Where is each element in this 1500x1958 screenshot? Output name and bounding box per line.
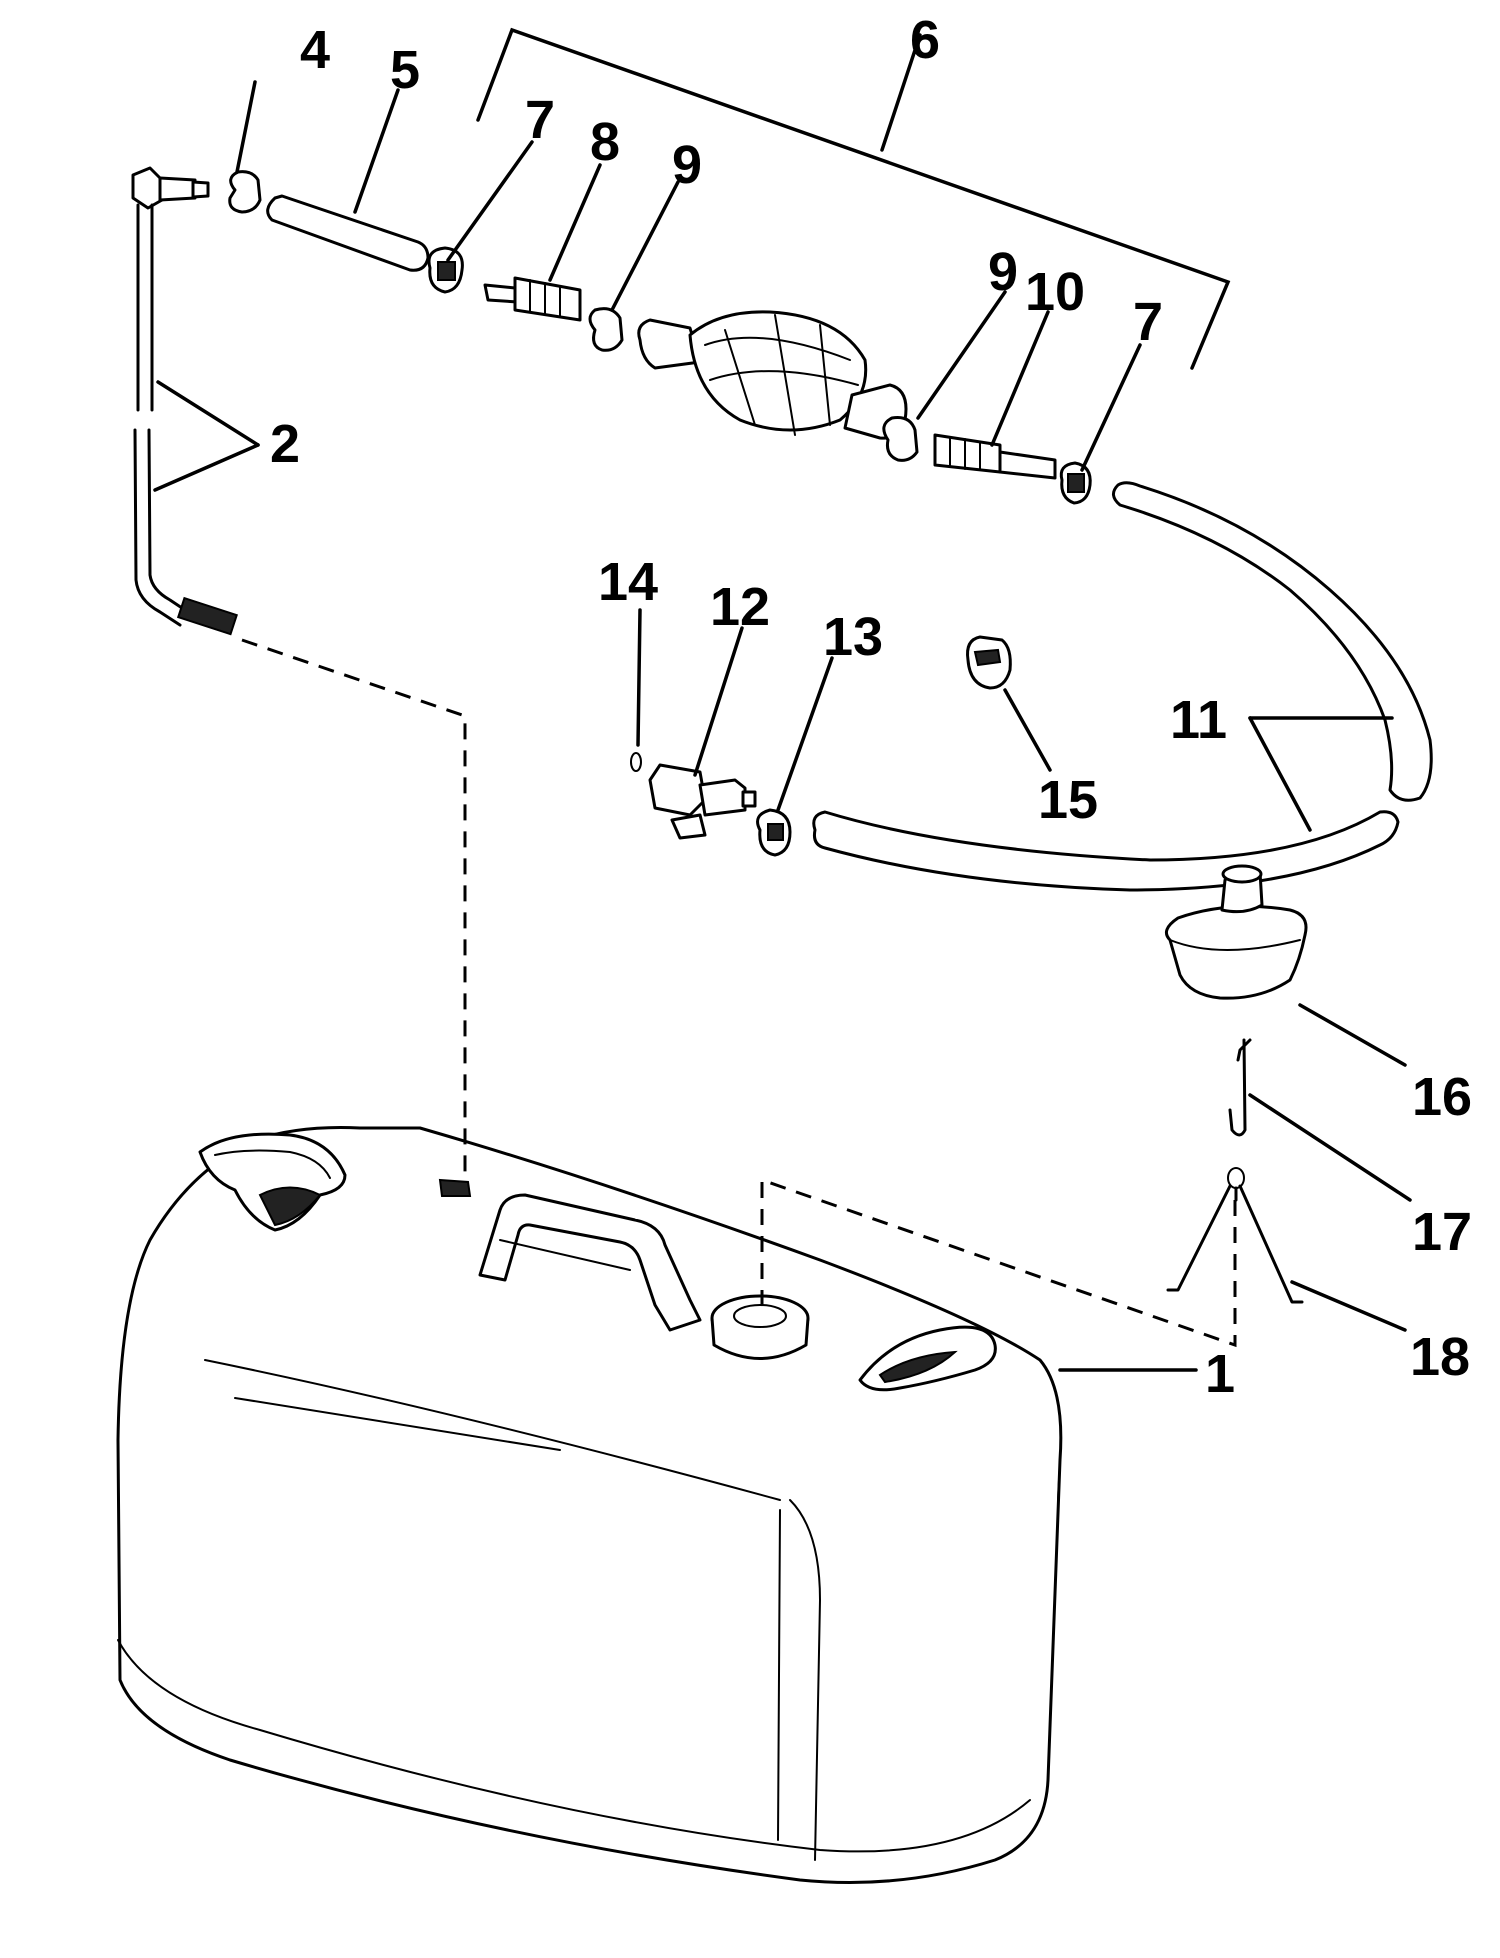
- cap-15: [966, 635, 1012, 690]
- callout-1: 1: [1205, 1344, 1235, 1404]
- clamp-9-left: [588, 307, 624, 352]
- callout-8: 8: [590, 112, 620, 172]
- fitting-10: [933, 433, 1057, 480]
- hose-5: [266, 194, 430, 272]
- callout-13: 13: [823, 607, 883, 667]
- dashed-line-pickup: [241, 638, 467, 1175]
- callout-4: 4: [300, 20, 330, 80]
- hook-17: [1228, 1038, 1252, 1137]
- callout-14: 14: [598, 552, 658, 612]
- callout-18: 18: [1410, 1327, 1470, 1387]
- callout-2: 2: [270, 414, 300, 474]
- callout-9-right: 9: [988, 242, 1018, 302]
- clamp-7-right: [1059, 461, 1092, 505]
- hose-11: [812, 481, 1433, 892]
- callout-11: 11: [1170, 690, 1227, 750]
- callout-labels: 1 2 4 5 6 7 7 8 9 9 10 11 12 13 14 15 16…: [270, 10, 1472, 1404]
- callout-16: 16: [1412, 1067, 1472, 1127]
- callout-17: 17: [1412, 1202, 1472, 1262]
- callout-5: 5: [390, 40, 420, 100]
- clamp-9-right: [882, 416, 919, 462]
- callout-6: 6: [910, 10, 940, 70]
- clamp-13: [756, 808, 792, 857]
- fitting-8: [483, 276, 582, 322]
- clip-18: [1166, 1167, 1304, 1304]
- leader-lines: [153, 33, 1412, 1372]
- clamp-7-left: [427, 246, 464, 294]
- filler-cap-16: [1164, 864, 1308, 1000]
- bracket-6: [476, 27, 1231, 370]
- o-ring-14: [630, 752, 642, 772]
- callout-12: 12: [710, 577, 770, 637]
- clamp-4: [228, 170, 262, 214]
- primer-bulb: [637, 310, 908, 440]
- callout-7-left: 7: [525, 90, 555, 150]
- callout-7-right: 7: [1133, 292, 1163, 352]
- callout-9-left: 9: [672, 135, 702, 195]
- fuel-tank: [116, 1126, 1063, 1884]
- callout-10: 10: [1025, 262, 1085, 322]
- callout-15: 15: [1038, 770, 1098, 830]
- connector-12: [648, 763, 757, 840]
- dashed-line-filler: [760, 1177, 1237, 1348]
- pickup-tube: [131, 166, 238, 636]
